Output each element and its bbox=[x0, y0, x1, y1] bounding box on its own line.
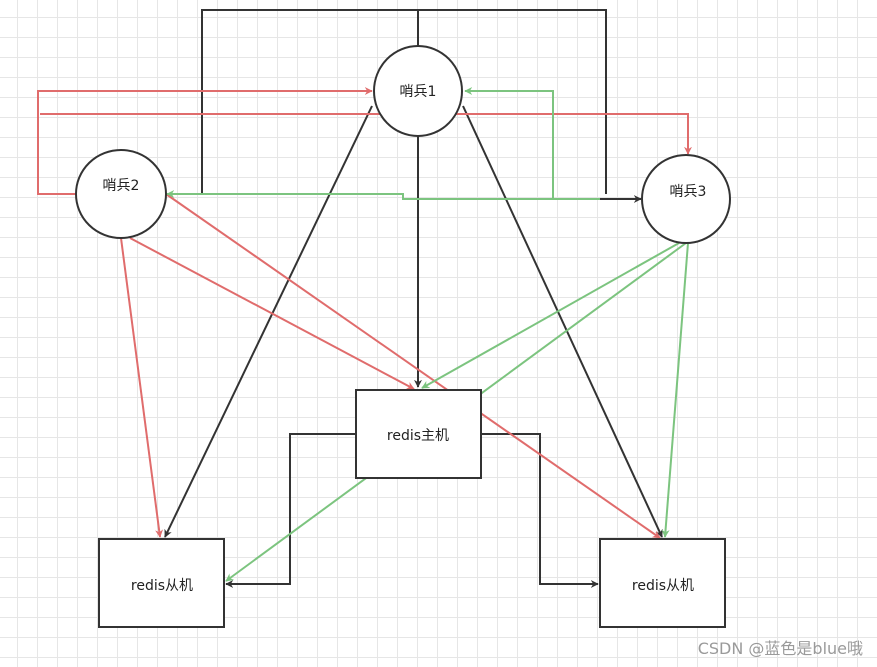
master-shape bbox=[355, 389, 482, 479]
sentinel-2-label: 哨兵2 bbox=[103, 178, 140, 194]
slave-left-label: redis从机 bbox=[131, 578, 193, 594]
sentinel-3-shape bbox=[641, 154, 731, 244]
sentinel-2-node: 哨兵2 bbox=[75, 149, 167, 239]
master-label: redis主机 bbox=[387, 428, 449, 444]
frame-line-s2-top bbox=[201, 9, 607, 194]
edge-s3-s2 bbox=[166, 190, 641, 200]
edge-s3-master bbox=[421, 242, 680, 389]
edge-s2-slave-right bbox=[165, 193, 661, 539]
sentinel-1-node: 哨兵1 bbox=[373, 45, 463, 137]
sentinel-3-label: 哨兵3 bbox=[670, 184, 707, 200]
edge-master-slave-left bbox=[225, 433, 355, 588]
sentinel-3-node: 哨兵3 bbox=[641, 154, 731, 244]
edge-s1-slave-right bbox=[462, 105, 663, 538]
sentinel-1-shape bbox=[373, 45, 463, 137]
edge-s2-s1 bbox=[37, 87, 373, 195]
slave-right-label: redis从机 bbox=[632, 578, 694, 594]
slave-left-node: redis从机 bbox=[98, 538, 225, 628]
master-node: redis主机 bbox=[355, 389, 482, 479]
sentinel-2-shape bbox=[75, 149, 167, 239]
edge-s3-s1 bbox=[464, 87, 641, 200]
sentinel-1-label: 哨兵1 bbox=[400, 84, 437, 100]
edge-master-slave-right bbox=[481, 433, 599, 588]
edge-s2-master bbox=[129, 237, 415, 390]
edge-s3-slave-right bbox=[661, 242, 689, 538]
edge-s1-slave-left bbox=[164, 105, 373, 538]
slave-right-node: redis从机 bbox=[599, 538, 726, 628]
slave-left-shape bbox=[98, 538, 225, 628]
watermark: CSDN @蓝色是blue哦 bbox=[697, 639, 863, 658]
slave-right-shape bbox=[599, 538, 726, 628]
edge-s2-s3 bbox=[40, 113, 692, 155]
edge-s2-slave-left bbox=[120, 237, 164, 538]
